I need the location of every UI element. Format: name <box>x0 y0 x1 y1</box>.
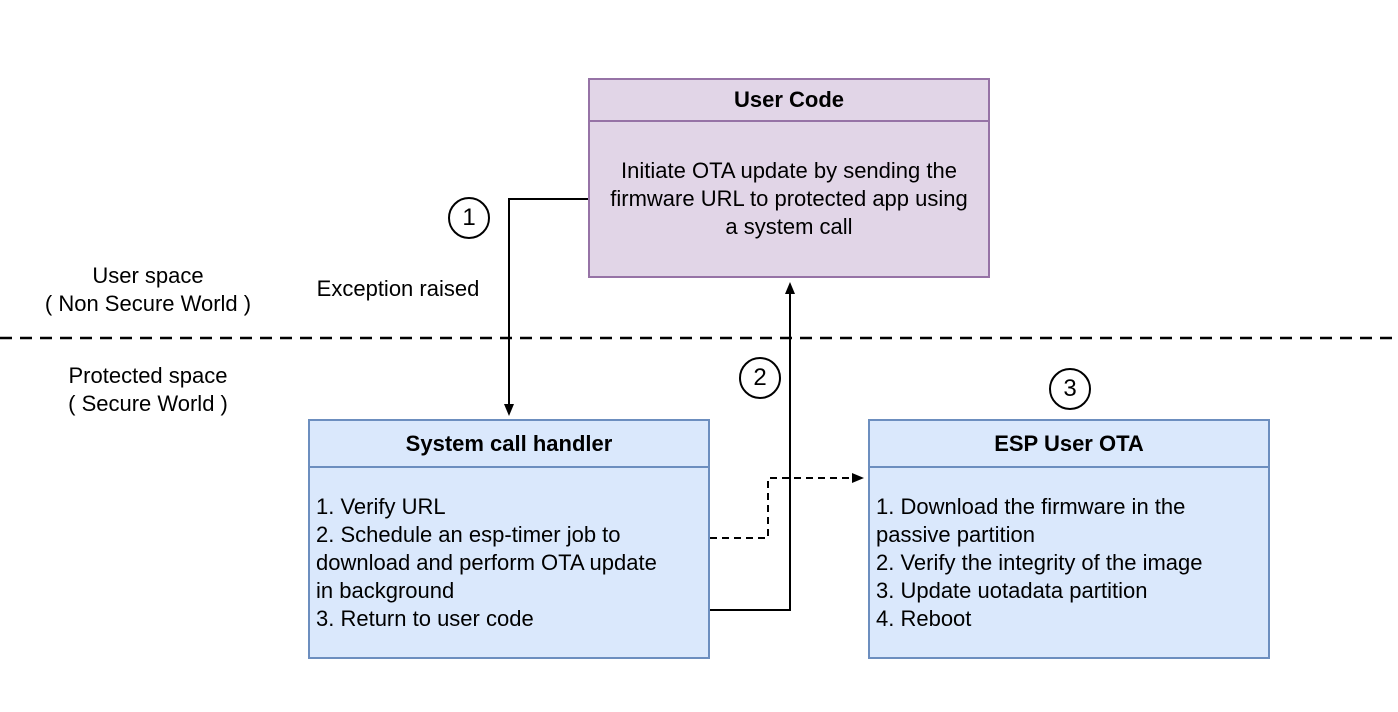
box-body-line: 4. Reboot <box>876 605 972 631</box>
box-body-line: in background <box>316 577 455 603</box>
esp-user-ota-box: ESP User OTA 1. Download the firmware in… <box>868 419 1270 659</box>
user-space-label-line2: ( Non Secure World ) <box>44 291 252 316</box>
system-call-handler-box-body: 1. Verify URL 2. Schedule an esp-timer j… <box>310 468 708 657</box>
box-body-line: 1. Download the firmware in the <box>876 493 1186 519</box>
arrow-system-call-handler-to-esp-user-ota <box>710 473 864 539</box>
esp-user-ota-box-body: 1. Download the firmware in the passive … <box>870 468 1268 657</box>
protected-space-region-label: Protected space ( Secure World ) <box>28 362 268 418</box>
user-space-label-line1: User space <box>92 263 204 288</box>
box-body-line: download and perform OTA update <box>316 549 657 575</box>
box-body-line: firmware URL to protected app using <box>610 186 968 211</box>
esp-user-ota-box-title: ESP User OTA <box>870 421 1268 468</box>
user-code-box-title: User Code <box>590 80 988 122</box>
step-2-badge: 2 <box>739 357 781 399</box>
box-body-line: 2. Verify the integrity of the image <box>876 549 1203 575</box>
box-body-line: 3. Update uotadata partition <box>876 577 1148 603</box>
system-call-handler-box-title: System call handler <box>310 421 708 468</box>
user-code-box-body: Initiate OTA update by sending the firmw… <box>590 122 988 276</box>
protected-space-label-line1: Protected space <box>68 363 228 388</box>
arrow-system-call-handler-to-user-code <box>710 282 795 611</box>
box-body-line: 3. Return to user code <box>316 605 534 631</box>
system-call-handler-box: System call handler 1. Verify URL 2. Sch… <box>308 419 710 659</box>
step-3-badge: 3 <box>1049 368 1091 410</box>
protected-space-label-line2: ( Secure World ) <box>68 391 228 416</box>
step-1-badge: 1 <box>448 197 490 239</box>
user-code-box: User Code Initiate OTA update by sending… <box>588 78 990 278</box>
user-space-region-label: User space ( Non Secure World ) <box>28 262 268 318</box>
box-body-line: 2. Schedule an esp-timer job to <box>316 521 621 547</box>
box-body-line: a system call <box>725 214 853 239</box>
exception-raised-label: Exception raised <box>316 276 480 301</box>
arrow-user-code-to-system-call-handler <box>504 198 588 416</box>
box-body-line: passive partition <box>876 521 1035 547</box>
box-body-line: 1. Verify URL <box>316 493 446 519</box>
box-body-line: Initiate OTA update by sending the <box>621 158 957 183</box>
